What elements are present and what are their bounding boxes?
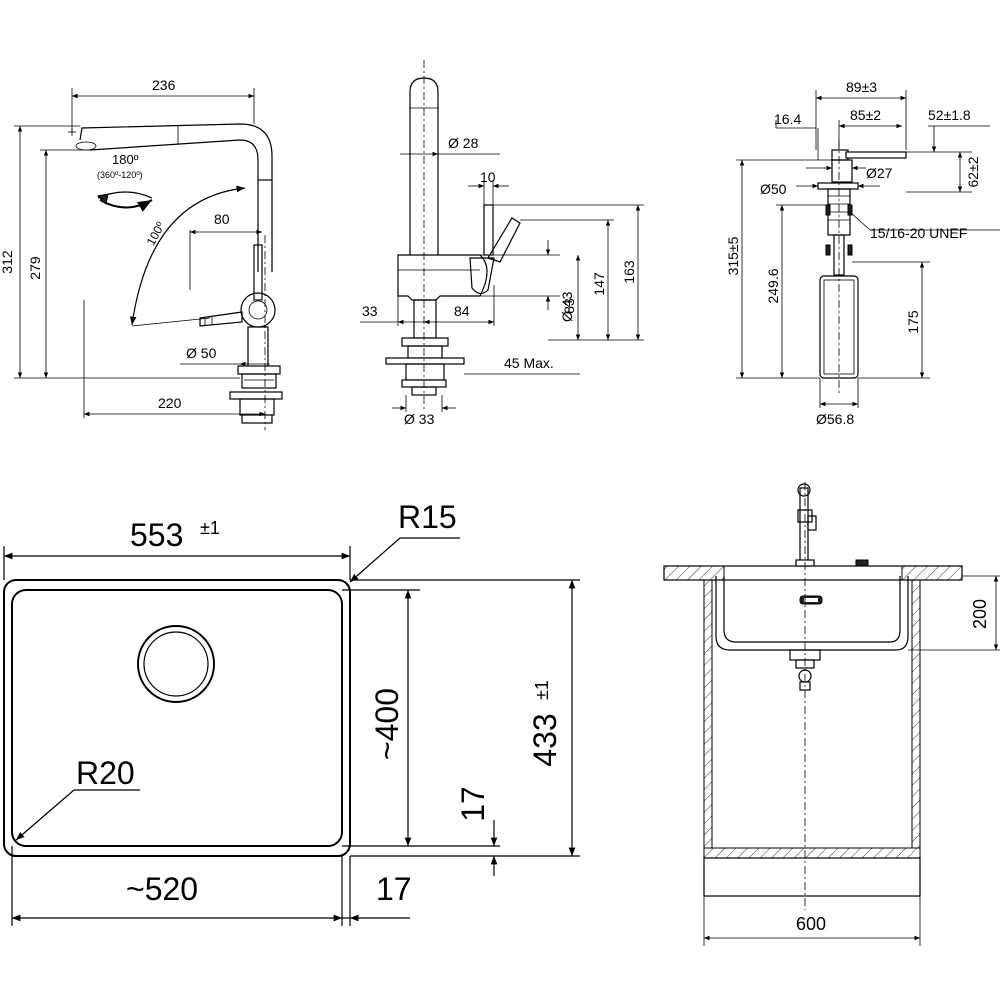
faucet-side-view: Ø 28 10 33 84 Ø 43 83 <box>360 60 644 427</box>
dim-hole-dia-33: Ø 33 <box>404 411 435 427</box>
dim-width-89: 89±3 <box>846 79 877 95</box>
dim-outer-width-tol: ±1 <box>200 518 220 538</box>
dim-radius-r15: R15 <box>398 499 457 535</box>
soap-dispenser-view: 89±3 85±2 16.4 52±1.8 62±2 Ø27 <box>725 79 1000 427</box>
dim-height-315: 315±5 <box>725 236 741 275</box>
swivel-range-label: (360º-120º) <box>97 170 143 180</box>
dim-bottle-dia: Ø56.8 <box>816 411 854 427</box>
sink-section-view: 200 600 <box>663 482 1000 946</box>
sink-top-view: 553 ±1 R15 R20 ~400 433 ±1 17 <box>3 499 580 926</box>
dim-lever-80: 80 <box>214 211 230 227</box>
faucet-side-dimensions: Ø 28 10 33 84 Ø 43 83 <box>360 135 644 427</box>
dim-height-83: 83 <box>561 298 577 314</box>
dim-height-163: 163 <box>621 260 637 284</box>
drain-outer-ring <box>137 625 215 703</box>
dim-outer-height-tol: ±1 <box>532 680 552 700</box>
dispenser-dimensions: 89±3 85±2 16.4 52±1.8 62±2 Ø27 <box>725 79 1000 427</box>
dim-body-dia-43: Ø 43 <box>559 291 575 322</box>
dim-outer-width: 553 <box>130 517 183 553</box>
dim-tube-dia-28: Ø 28 <box>448 135 479 151</box>
spray-angle-indicator: 100º <box>129 185 246 327</box>
dim-inner-height: ~400 <box>369 688 405 760</box>
dim-height-249: 249.6 <box>765 268 781 303</box>
sink-top-dimensions: 553 ±1 R15 R20 ~400 433 ±1 17 <box>3 499 580 926</box>
faucet-front-body <box>68 123 283 430</box>
dim-height-147: 147 <box>591 272 607 296</box>
sink-section-body <box>663 482 963 910</box>
faucet-side-body <box>385 60 521 410</box>
dim-reach-220: 220 <box>158 395 182 411</box>
dim-height-279: 279 <box>27 256 43 280</box>
dim-deck-max: 45 Max. <box>504 355 554 371</box>
dim-bottle-175: 175 <box>905 310 921 334</box>
swivel-label: 180º <box>112 152 139 167</box>
dim-height-312: 312 <box>0 250 15 274</box>
sink-outline <box>3 579 351 857</box>
swivel-indicator: 180º (360º-120º) <box>96 152 153 212</box>
faucet-front-view: 180º (360º-120º) 100º 236 312 279 <box>0 77 283 430</box>
dim-inner-width: ~520 <box>126 871 198 907</box>
dim-outer-height: 433 <box>527 713 563 766</box>
dim-width-236: 236 <box>152 77 176 93</box>
dispenser-body <box>817 140 907 395</box>
dim-base-dia-50: Ø 50 <box>186 345 217 361</box>
dim-depth-200: 200 <box>970 599 990 629</box>
drain-inner-ring <box>143 631 209 697</box>
dim-offset-33: 33 <box>362 303 378 319</box>
dim-flange-50: Ø50 <box>760 181 787 197</box>
dim-head-52: 52±1.8 <box>928 107 971 123</box>
dim-edge-vertical: 17 <box>455 786 491 822</box>
faucet-front-dimensions: 236 312 279 80 Ø 50 220 <box>0 77 270 418</box>
dim-head-62: 62±2 <box>965 156 981 187</box>
dim-cabinet-600: 600 <box>796 914 826 934</box>
dim-neck-27: Ø27 <box>866 165 893 181</box>
sink-section-dimensions: 200 600 <box>703 575 1000 946</box>
dim-offset-16: 16.4 <box>774 111 801 127</box>
dim-lever-width-10: 10 <box>480 169 496 185</box>
dim-offset-84: 84 <box>454 303 470 319</box>
dim-radius-r20: R20 <box>76 755 135 791</box>
dim-thread-unef: 15/16-20 UNEF <box>870 225 967 241</box>
dim-width-85: 85±2 <box>850 107 881 123</box>
dim-edge-horizontal: 17 <box>376 871 412 907</box>
